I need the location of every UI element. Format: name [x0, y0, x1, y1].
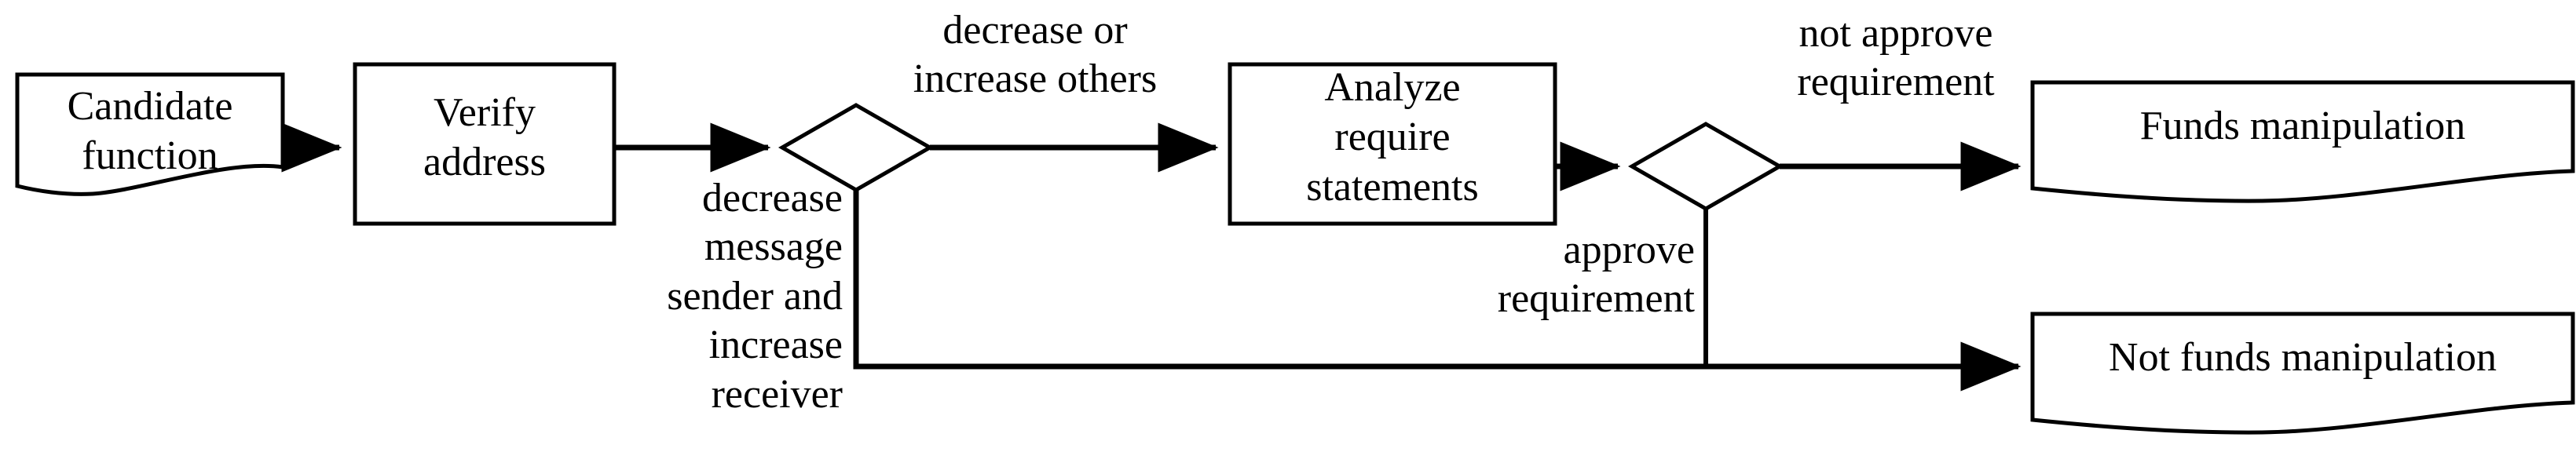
node-shape-decision-one	[778, 103, 935, 192]
node-shape-analyze-require-statements	[1228, 62, 1557, 226]
node-shape-not-funds-manipulation	[2030, 312, 2575, 435]
edge-decision-one-to-notfunds	[853, 190, 2022, 392]
node-shape-verify-address	[353, 62, 617, 226]
node-shape-decision-two	[1627, 122, 1784, 211]
node-shape-funds-manipulation	[2030, 80, 2575, 203]
node-shape-candidate-function	[15, 72, 285, 196]
